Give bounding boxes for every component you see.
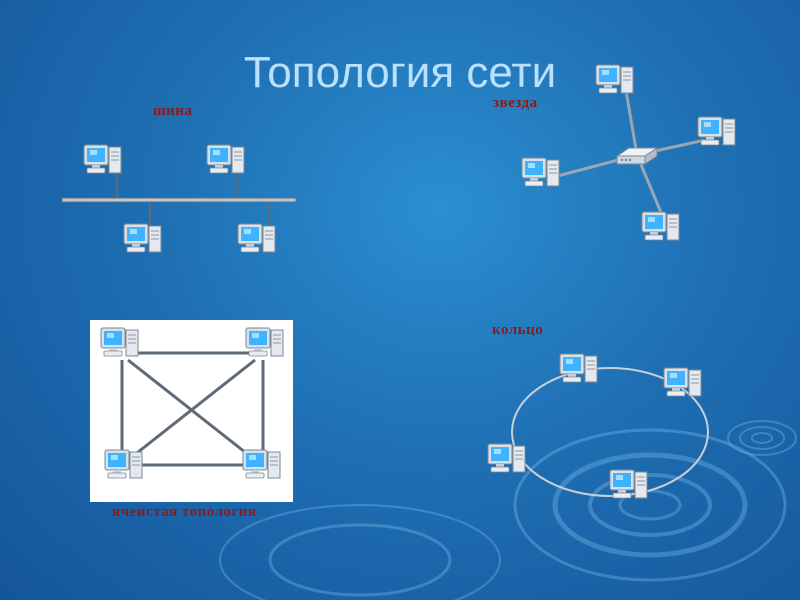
slide-title: Топология сети [243,48,557,97]
ring-cable [511,367,709,497]
computer-icon [83,144,122,174]
bus-cable [61,197,297,203]
computer-icon [206,144,245,174]
computer-icon [100,327,139,357]
label-star: звезда [493,95,538,111]
label-mesh: ячеистая топология [112,504,257,520]
computer-icon [559,353,598,383]
computer-icon [123,223,162,253]
computer-icon [641,211,680,241]
computer-icon [237,223,276,253]
label-bus: шина [153,103,193,119]
computer-icon [487,443,526,473]
computer-icon [663,367,702,397]
computer-icon [697,116,736,146]
computer-icon [521,157,560,187]
computer-icon [104,449,143,479]
label-ring: кольцо [492,322,544,338]
star-topology [521,64,736,241]
hub-icon [616,147,658,165]
computer-icon [609,469,648,499]
mesh-topology [100,327,284,479]
computer-icon [595,64,634,94]
computer-icon [242,449,281,479]
ring-topology [487,353,709,499]
bus-topology [61,144,297,253]
computer-icon [245,327,284,357]
